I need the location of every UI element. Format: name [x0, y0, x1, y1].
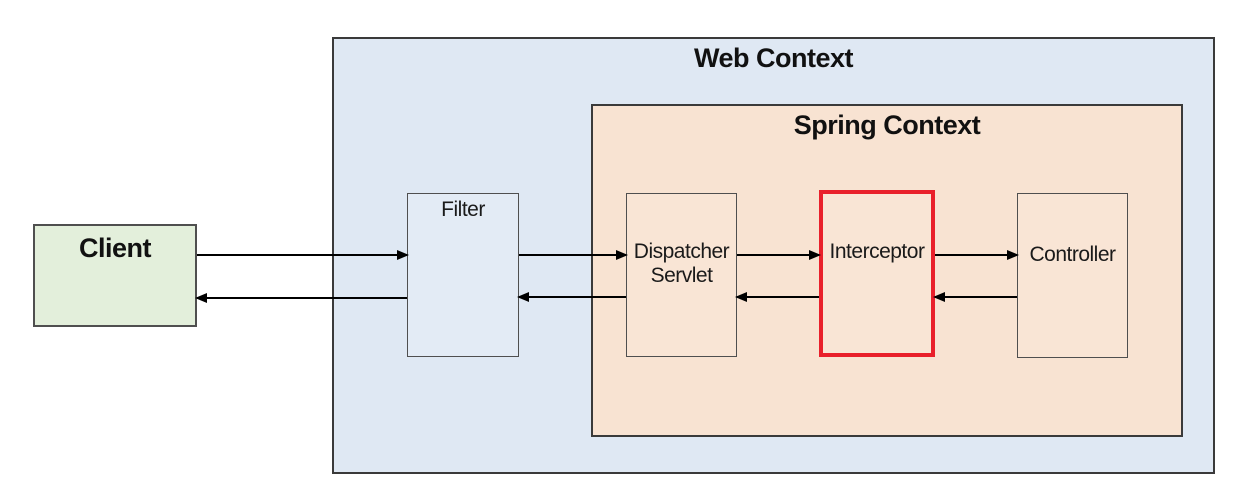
arrow-client-to-filter: [197, 254, 407, 256]
dispatcher-servlet-node: Dispatcher Servlet: [626, 193, 737, 357]
interceptor-label: Interceptor: [829, 240, 925, 263]
filter-node: Filter: [407, 193, 519, 357]
client-node: Client: [33, 224, 197, 327]
arrow-interceptor-to-controller: [935, 254, 1017, 256]
arrow-dispatcher-to-interceptor: [737, 254, 819, 256]
arrow-interceptor-to-dispatcher: [737, 296, 819, 298]
dispatcher-servlet-label: Dispatcher Servlet: [633, 240, 730, 287]
client-label: Client: [78, 233, 152, 263]
interceptor-node: Interceptor: [819, 190, 935, 357]
controller-label: Controller: [1029, 243, 1116, 266]
arrow-controller-to-interceptor: [935, 296, 1017, 298]
web-context-title: Web Context: [693, 43, 854, 73]
arrow-filter-to-client: [197, 297, 407, 299]
controller-node: Controller: [1017, 193, 1128, 358]
spring-context-title: Spring Context: [793, 110, 981, 140]
arrow-filter-to-dispatcher: [519, 254, 626, 256]
arrow-dispatcher-to-filter: [519, 296, 626, 298]
filter-label: Filter: [441, 198, 485, 221]
